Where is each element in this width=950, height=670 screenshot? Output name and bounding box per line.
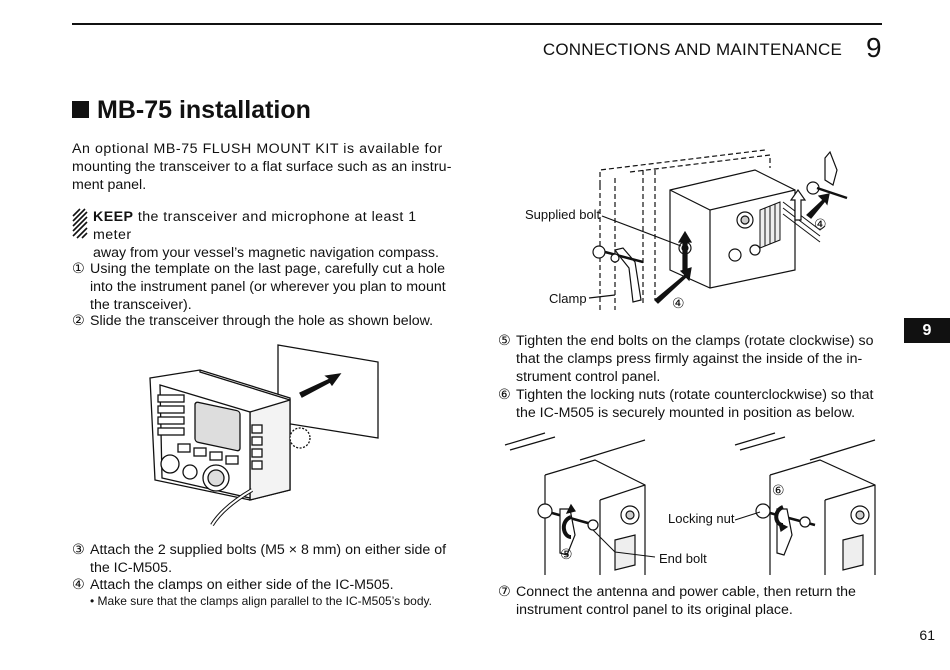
- step-4: ④ Attach the clamps on either side of th…: [72, 576, 458, 594]
- locking-nut-diagram-right: [734, 432, 876, 575]
- label-clamp: Clamp: [549, 291, 587, 306]
- step-line: the IC-M505.: [90, 560, 173, 576]
- marker-step-6: ⑥: [772, 482, 785, 498]
- caution-keyword: KEEP: [93, 209, 134, 225]
- intro-line: ment panel.: [72, 177, 147, 193]
- step-number: ⑥: [498, 387, 511, 403]
- transceiver-insertion-illustration: [149, 344, 379, 527]
- caution-line1: the transceiver and microphone at least …: [93, 209, 417, 243]
- marker-step-4-right: ④: [814, 216, 827, 232]
- chapter-tab: 9: [904, 318, 950, 343]
- step-line: the IC-M505 is securely mounted in posit…: [516, 405, 856, 421]
- section-title-text: MB-75 installation: [97, 96, 311, 124]
- step-line: that the clamps press firmly against the…: [516, 351, 863, 367]
- step-line: Slide the transceiver through the hole a…: [90, 313, 434, 329]
- step-5: ⑤ Tighten the end bolts on the clamps (r…: [498, 332, 883, 386]
- page-number: 61: [919, 627, 935, 643]
- step-2: ② Slide the transceiver through the hole…: [72, 312, 458, 330]
- step-number: ⑦: [498, 584, 511, 600]
- clamp-note: • Make sure that the clamps align parall…: [90, 594, 432, 608]
- label-end-bolt: End bolt: [659, 551, 707, 566]
- label-supplied-bolt: Supplied bolt: [525, 207, 601, 222]
- intro-line: mounting the transceiver to a flat surfa…: [72, 159, 452, 175]
- clamp-attachment-diagram: [588, 149, 848, 310]
- step-line: the transceiver).: [90, 297, 192, 313]
- step-number: ①: [72, 261, 85, 277]
- locking-nut-diagram-left: [504, 432, 646, 575]
- step-line: Connect the antenna and power cable, the…: [516, 584, 856, 600]
- step-line: into the instrument panel (or wherever y…: [90, 279, 446, 295]
- step-line: Tighten the locking nuts (rotate counter…: [516, 387, 874, 403]
- marker-step-4-bottom: ④: [672, 295, 685, 311]
- intro-paragraph: An optional MB-75 FLUSH MOUNT KIT is ava…: [72, 140, 458, 194]
- caution-text: KEEP the transceiver and microphone at l…: [93, 208, 458, 262]
- step-line: Using the template on the last page, car…: [90, 261, 446, 277]
- step-6: ⑥ Tighten the locking nuts (rotate count…: [498, 386, 883, 422]
- step-1: ① Using the template on the last page, c…: [72, 260, 458, 314]
- step-line: Attach the 2 supplied bolts (M5 × 8 mm) …: [90, 542, 447, 558]
- step-number: ③: [72, 542, 85, 558]
- step-line: instrument control panel to its original…: [516, 602, 793, 618]
- caution-hatch-icon: [72, 208, 88, 239]
- section-title: MB-75 installation: [72, 96, 311, 125]
- step-7: ⑦ Connect the antenna and power cable, t…: [498, 583, 883, 619]
- step-line: Tighten the end bolts on the clamps (rot…: [516, 333, 874, 349]
- chapter-header-title: CONNECTIONS AND MAINTENANCE: [542, 40, 842, 59]
- step-number: ④: [72, 577, 85, 593]
- step-line: strument control panel.: [516, 369, 661, 385]
- step-number: ⑤: [498, 333, 511, 349]
- square-bullet-icon: [72, 101, 89, 118]
- intro-line: An optional MB-75 FLUSH MOUNT KIT is ava…: [72, 141, 443, 157]
- chapter-number: 9: [866, 32, 882, 63]
- step-number: ②: [72, 313, 85, 329]
- label-locking-nut: Locking nut: [668, 511, 735, 526]
- caution-line2: away from your vessel’s magnetic navigat…: [93, 245, 439, 261]
- step-3: ③ Attach the 2 supplied bolts (M5 × 8 mm…: [72, 541, 458, 577]
- header-rule: [72, 23, 882, 25]
- step-line: Attach the clamps on either side of the …: [90, 577, 394, 593]
- marker-step-5: ⑤: [560, 546, 573, 562]
